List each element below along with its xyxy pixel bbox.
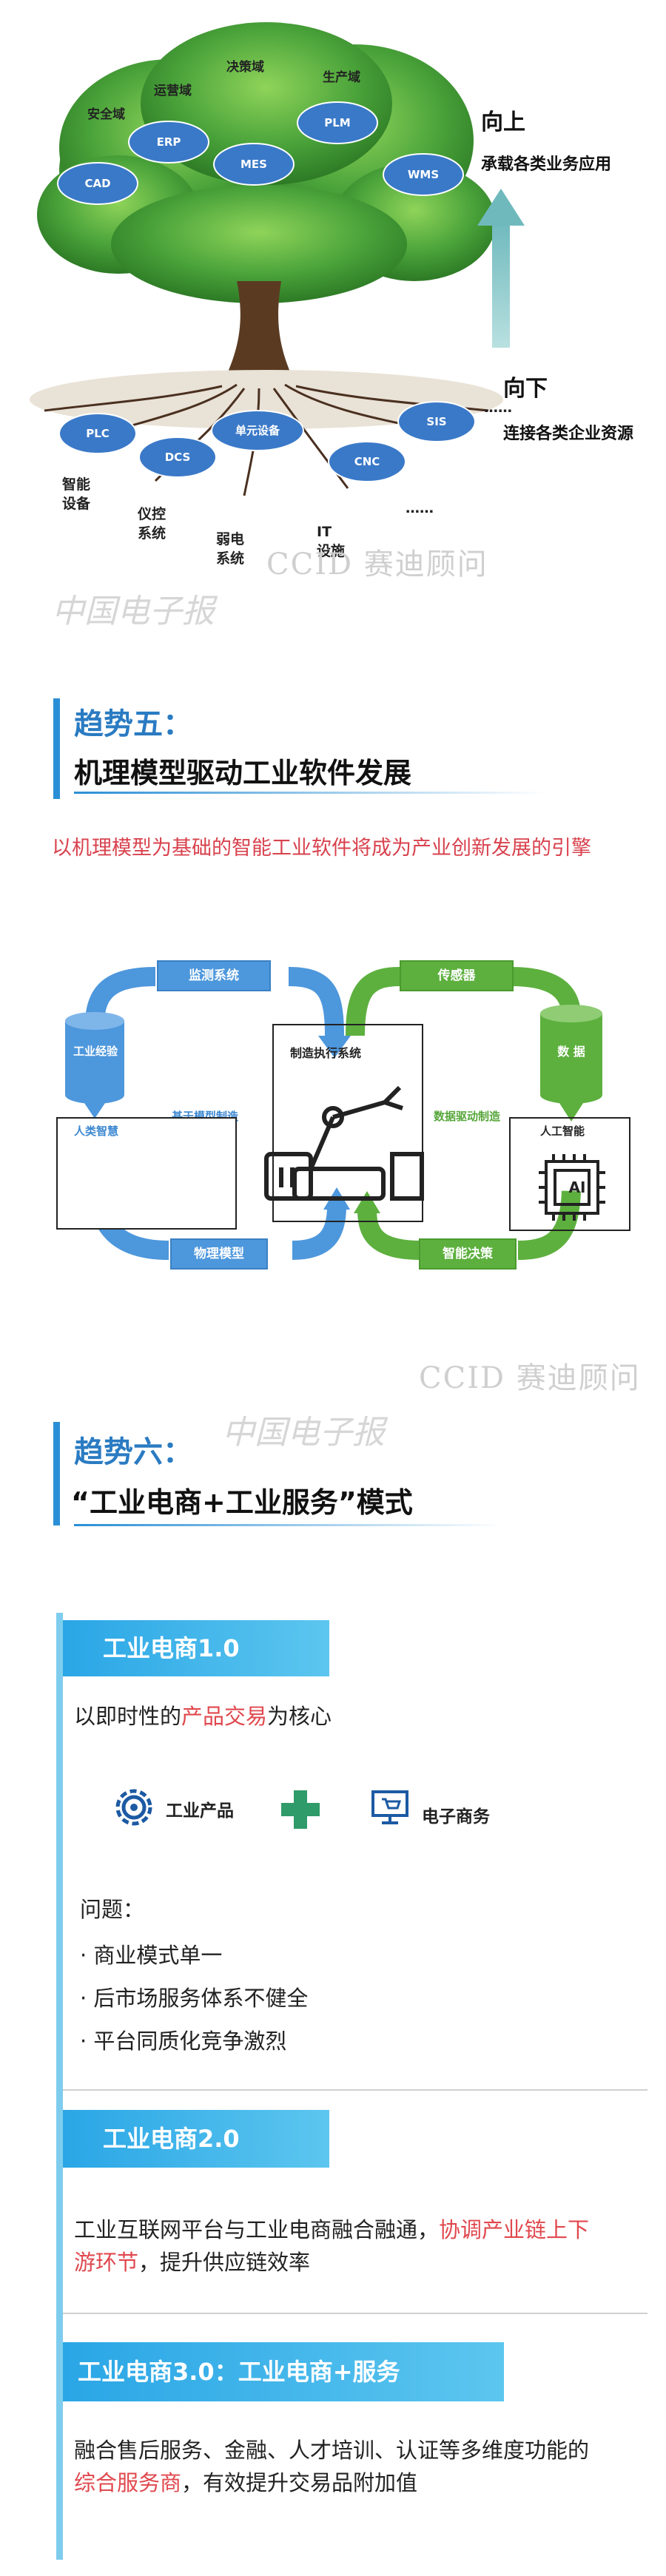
arrow-up-green-icon	[354, 1191, 380, 1213]
monitor-system-box: 监测系统	[157, 960, 271, 991]
ecommerce-3-text: 融合售后服务、金融、人才培训、认证等多维度功能的综合服务商，有效提升交易品附加值	[74, 2438, 590, 2495]
trend5-underline	[74, 792, 548, 794]
svg-text:WMS: WMS	[408, 168, 439, 181]
sensor-box: 传感器	[400, 960, 514, 991]
ai-panel	[509, 1117, 630, 1231]
node-cnc	[328, 441, 406, 482]
up-subtitle: 承载各类业务应用	[481, 155, 612, 174]
svg-text:ERP: ERP	[157, 135, 181, 149]
divider-2	[63, 2313, 648, 2314]
divider-1	[63, 2089, 648, 2091]
root-label-it: IT 设施	[317, 524, 346, 559]
ecommerce-monitor-icon	[370, 1787, 410, 1827]
node-plm	[297, 101, 378, 144]
svg-text:PLC: PLC	[86, 427, 110, 440]
human-wisdom-panel	[56, 1117, 237, 1230]
ai-title: 人工智能	[540, 1125, 585, 1138]
root-label-ellipsis: ……	[406, 500, 434, 516]
watermark2-ccid: CCID 赛迪顾问	[419, 1361, 641, 1395]
svg-text:SIS: SIS	[426, 415, 446, 428]
svg-text:CAD: CAD	[84, 177, 110, 190]
label-decision-domain: 决策域	[226, 59, 264, 75]
experience-label: 工业经验	[73, 1045, 118, 1058]
root-label-smart-device: 智能 设备	[62, 476, 91, 512]
experience-cylinder	[65, 1012, 124, 1104]
arrow-down-blue2-icon	[81, 1099, 108, 1119]
ai-chip-label: AI	[568, 1179, 586, 1196]
node-plc	[58, 413, 137, 454]
ecommerce-1-header: 工业电商1.0	[63, 1620, 329, 1676]
data-label: 数 据	[557, 1045, 585, 1059]
ground	[30, 370, 503, 429]
smart-decision-box: 智能决策	[419, 1238, 517, 1270]
robot-arm-icon	[264, 1085, 424, 1201]
down-title: 向下	[503, 376, 548, 402]
root-label-weak-current: 弱电 系统	[216, 531, 245, 567]
node-cad	[57, 162, 138, 205]
trend5-title: 机理模型驱动工业软件发展	[74, 757, 412, 789]
ecommerce-2-header: 工业电商2.0	[63, 2110, 329, 2168]
tree-trunk	[222, 281, 296, 385]
node-unit	[211, 410, 304, 451]
crown-nodes: CAD ERP MES PLM WMS	[57, 101, 464, 205]
label-security-domain: 安全域	[87, 107, 125, 122]
plus-icon	[280, 1789, 321, 1830]
issue-item-1: · 商业模式单一	[80, 1943, 223, 1968]
issues-title: 问题：	[80, 1897, 145, 1922]
ecommerce-3-header: 工业电商3.0：工业电商+服务	[63, 2342, 504, 2401]
ecommerce-2-text: 工业互联网平台与工业电商融合融通，协调产业链上下游环节，提升供应链效率	[74, 2217, 590, 2275]
up-title: 向上	[481, 109, 525, 135]
gear-icon	[108, 1781, 160, 1833]
issue-item-2: · 后市场服务体系不健全	[80, 1986, 309, 2011]
svg-text:MES: MES	[240, 158, 267, 171]
watermark2-cn: 中国电子报	[222, 1414, 385, 1451]
label-production-domain: 生产域	[323, 70, 360, 85]
svg-text:PLM: PLM	[324, 116, 350, 129]
arrow-down-blue-icon	[318, 1036, 351, 1058]
ecommerce-1-line: 以即时性的产品交易为核心	[74, 1704, 332, 1729]
svg-text:DCS: DCS	[165, 451, 191, 464]
mes-label: 制造执行系统	[290, 1046, 362, 1060]
ai-chip-icon	[539, 1154, 605, 1221]
svg-text:单元设备: 单元设备	[235, 424, 280, 437]
watermark-ccid: CCID 赛迪顾问	[266, 547, 488, 581]
node-wms	[383, 153, 464, 196]
human-wisdom-label: 人类智慧	[74, 1125, 119, 1138]
issue-item-3: · 平台同质化竞争激烈	[80, 2029, 287, 2054]
cycle-arrows-svg	[64, 967, 605, 1260]
trend6-title: “工业电商+工业服务”模式	[71, 1486, 413, 1519]
node-sis	[397, 401, 476, 442]
down-subtitle: 连接各类企业资源	[503, 425, 634, 443]
trend5-description: 以机理模型为基础的智能工业软件将成为产业创新发展的引擎	[52, 837, 591, 860]
trend6-heading: 趋势六：	[74, 1435, 192, 1469]
arrow-down-green2-icon	[558, 1101, 585, 1122]
svg-text:CNC: CNC	[354, 455, 380, 468]
down-ellipsis: ……	[484, 399, 512, 416]
data-cylinder	[540, 1005, 602, 1104]
cycle-diagram	[0, 932, 666, 1302]
root-nodes: PLC DCS 单元设备 CNC SIS	[58, 401, 476, 482]
tree-svg: CAD ERP MES PLM WMS 安全域 运营域 决策域 生产域 PLC …	[30, 22, 525, 496]
tree-illustration: CAD ERP MES PLM WMS 安全域 运营域 决策域 生产域 PLC …	[0, 0, 666, 533]
mes-panel	[272, 1024, 423, 1222]
ecommerce-label: 电子商务	[422, 1807, 490, 1827]
industrial-product-label: 工业产品	[166, 1801, 234, 1821]
trend6-left-rule	[56, 1613, 63, 2560]
watermark-cn: 中国电子报	[52, 593, 215, 630]
node-erp	[128, 121, 209, 163]
node-dcs	[138, 436, 217, 478]
trend5-heading: 趋势五：	[74, 707, 192, 741]
data-driven-label: 数据驱动制造	[434, 1110, 501, 1123]
trend5-accent-bar	[53, 698, 60, 799]
up-arrow-icon	[477, 189, 525, 348]
trend6-underline	[74, 1524, 503, 1526]
label-operation-domain: 运营域	[154, 83, 192, 98]
root-label-instrument: 仪控 系统	[138, 506, 166, 542]
node-mes	[213, 143, 295, 186]
physical-model-box: 物理模型	[170, 1238, 268, 1270]
trend6-accent-bar	[53, 1422, 60, 1525]
